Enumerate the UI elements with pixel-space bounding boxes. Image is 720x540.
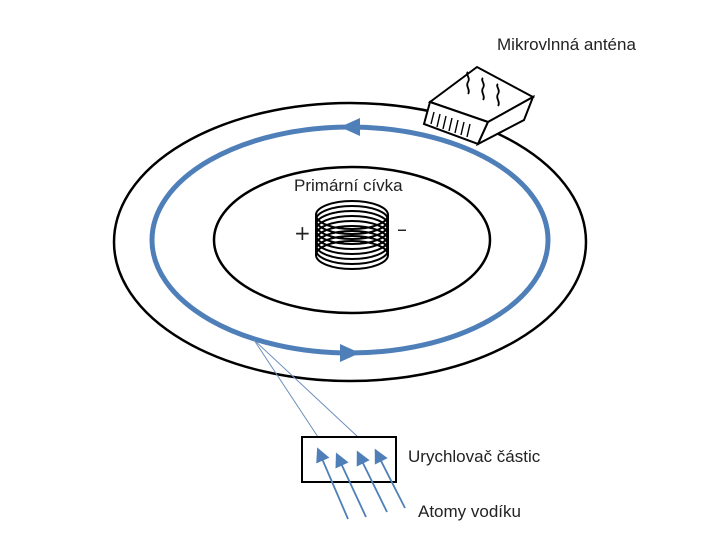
antenna-grille: [430, 111, 471, 138]
plasma-beam-ring: [149, 124, 551, 356]
minus-terminal-label: –: [397, 217, 407, 241]
microwave-antenna-icon: [422, 65, 536, 147]
beam-arrow-bottom: [340, 344, 360, 362]
antenna-wave-symbols: [466, 71, 500, 107]
particle-accelerator-box: [301, 436, 397, 483]
plus-terminal-label: +: [294, 221, 311, 245]
hydrogen-atom-beams: [316, 447, 406, 520]
accelerator-guide-lines: [253, 339, 359, 438]
accelerator-label: Urychlovač částic: [408, 447, 541, 466]
outer-ring: [112, 101, 588, 383]
beam-arrow-top: [340, 118, 360, 136]
antenna-label: Mikrovlnná anténa: [497, 35, 636, 54]
hydrogen-atoms-label: Atomy vodíku: [418, 502, 521, 521]
inner-ring: [212, 165, 492, 315]
primary-coil-icon: [315, 200, 389, 270]
primary-coil-label: Primární cívka: [294, 176, 403, 195]
